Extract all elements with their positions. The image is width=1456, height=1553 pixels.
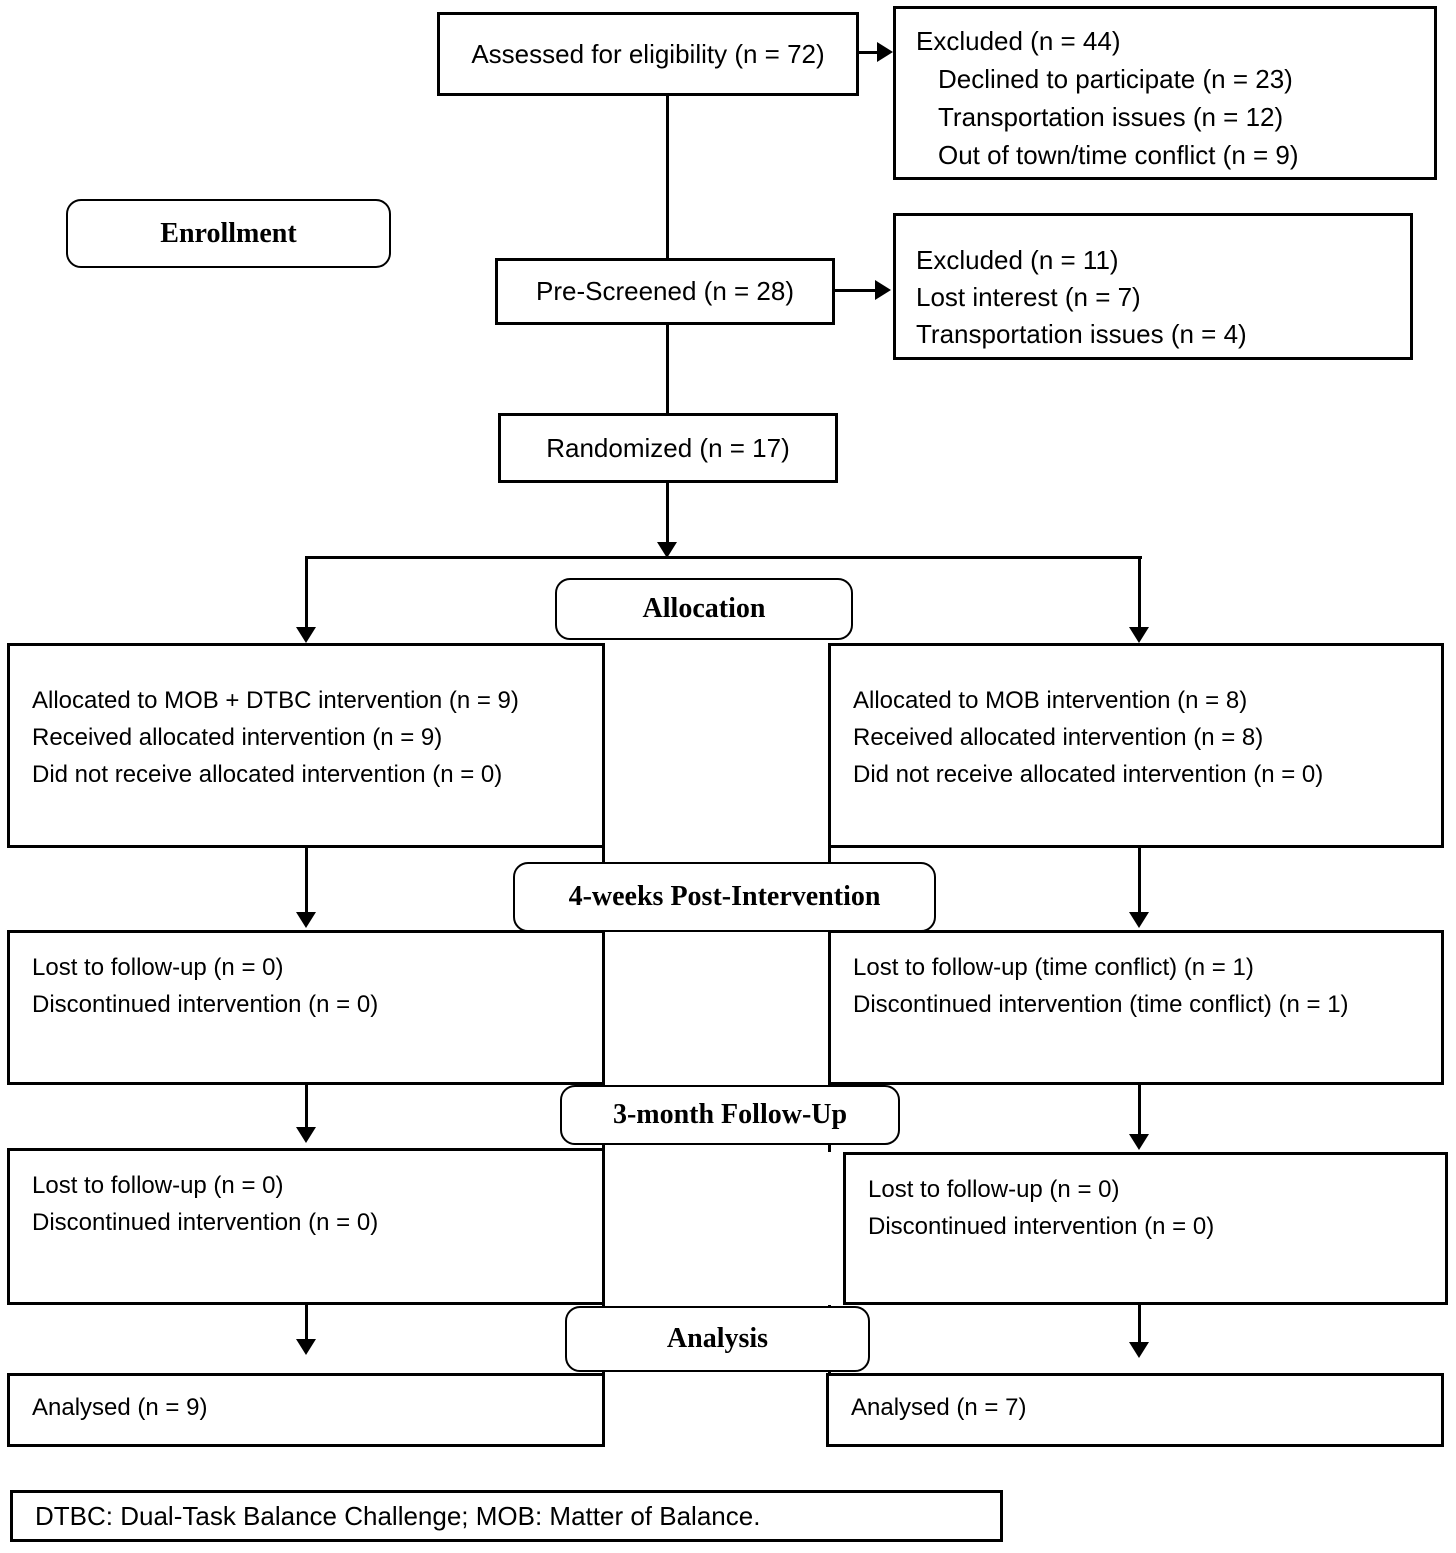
box-excluded-eligibility: Excluded (n = 44) Declined to participat… bbox=[893, 6, 1437, 180]
connector-prescreened-to-excluded bbox=[835, 289, 877, 292]
fu3-left-line: Discontinued intervention (n = 0) bbox=[32, 1209, 379, 1236]
box-prescreened: Pre-Screened (n = 28) bbox=[495, 258, 835, 325]
arrowhead-analysed-right-icon bbox=[1129, 1342, 1149, 1358]
stem-right-gap1 bbox=[1138, 848, 1141, 914]
stem-right-gap2 bbox=[1138, 1085, 1141, 1135]
fu4-left-line: Discontinued intervention (n = 0) bbox=[32, 991, 379, 1018]
analysis-label: Analysis bbox=[666, 1323, 769, 1354]
alloc-left-line: Did not receive allocated intervention (… bbox=[32, 761, 503, 788]
arrowhead-excluded2-icon bbox=[875, 280, 891, 300]
excluded2-reason: Transportation issues (n = 4) bbox=[916, 319, 1247, 349]
connector-prescreened-to-randomized bbox=[666, 325, 669, 413]
arrowhead-excluded1-icon bbox=[877, 42, 893, 62]
stage-label-4week-post-intervention: 4-weeks Post-Intervention bbox=[513, 862, 936, 932]
box-analysed-left: Analysed (n = 9) bbox=[7, 1373, 605, 1447]
prescreened-text: Pre-Screened (n = 28) bbox=[536, 276, 794, 306]
fu3m-label: 3-month Follow-Up bbox=[612, 1099, 848, 1130]
arrowhead-fu4-left-icon bbox=[296, 912, 316, 928]
branch-stem-left bbox=[305, 556, 308, 630]
excluded2-line: Excluded (n = 11) bbox=[916, 245, 1119, 275]
footnote-text: DTBC: Dual-Task Balance Challenge; MOB: … bbox=[35, 1500, 761, 1531]
stage-label-allocation: Allocation bbox=[555, 578, 853, 640]
excluded2-reason: Lost interest (n = 7) bbox=[916, 282, 1141, 312]
randomized-text: Randomized (n = 17) bbox=[546, 432, 790, 463]
box-followup3m-right: Lost to follow-up (n = 0) Discontinued i… bbox=[843, 1152, 1448, 1305]
box-analysed-right: Analysed (n = 7) bbox=[826, 1373, 1444, 1447]
box-followup4w-left: Lost to follow-up (n = 0) Discontinued i… bbox=[7, 930, 605, 1085]
connector-assessed-to-excluded bbox=[859, 51, 881, 54]
branch-line bbox=[306, 556, 1142, 559]
arrowhead-alloc-left-icon bbox=[296, 627, 316, 643]
analysed-left-text: Analysed (n = 9) bbox=[32, 1394, 208, 1421]
excluded1-reason: Out of town/time conflict (n = 9) bbox=[938, 140, 1299, 170]
alloc-right-line: Allocated to MOB intervention (n = 8) bbox=[853, 687, 1248, 714]
arrowhead-fu4-right-icon bbox=[1129, 912, 1149, 928]
post4w-label: 4-weeks Post-Intervention bbox=[568, 881, 881, 912]
stem-left-gap1 bbox=[305, 848, 308, 914]
arrowhead-fu3-left-icon bbox=[296, 1127, 316, 1143]
fu3-right-line: Discontinued intervention (n = 0) bbox=[868, 1213, 1215, 1240]
box-footnote-abbreviations: DTBC: Dual-Task Balance Challenge; MOB: … bbox=[10, 1490, 1003, 1542]
arrowhead-randomized-down-icon bbox=[657, 542, 677, 558]
allocation-label: Allocation bbox=[642, 593, 766, 624]
arrowhead-analysed-left-icon bbox=[296, 1339, 316, 1355]
alloc-right-line: Received allocated intervention (n = 8) bbox=[853, 724, 1264, 751]
stem-left-gap2 bbox=[305, 1085, 308, 1129]
box-followup3m-left: Lost to follow-up (n = 0) Discontinued i… bbox=[7, 1148, 605, 1305]
arrowhead-fu3-right-icon bbox=[1129, 1134, 1149, 1150]
box-randomized: Randomized (n = 17) bbox=[498, 413, 838, 483]
box-excluded-prescreen: Excluded (n = 11) Lost interest (n = 7) … bbox=[893, 213, 1413, 360]
box-allocated-mob: Allocated to MOB intervention (n = 8) Re… bbox=[828, 643, 1444, 848]
excluded1-reason: Declined to participate (n = 23) bbox=[938, 64, 1293, 94]
fu3-left-line: Lost to follow-up (n = 0) bbox=[32, 1172, 284, 1199]
alloc-left-line: Received allocated intervention (n = 9) bbox=[32, 724, 443, 751]
fu4-left-line: Lost to follow-up (n = 0) bbox=[32, 954, 284, 981]
branch-stem-right bbox=[1138, 556, 1141, 630]
fu4-right-line: Discontinued intervention (time conflict… bbox=[853, 991, 1349, 1018]
stage-label-enrollment: Enrollment bbox=[66, 199, 391, 268]
stem-left-gap3 bbox=[305, 1305, 308, 1341]
excluded1-line: Excluded (n = 44) bbox=[916, 26, 1121, 56]
enrollment-label: Enrollment bbox=[160, 217, 297, 249]
alloc-left-line: Allocated to MOB + DTBC intervention (n … bbox=[32, 687, 519, 714]
stage-label-analysis: Analysis bbox=[565, 1306, 870, 1372]
connector-assessed-to-prescreened bbox=[666, 96, 669, 258]
connector-randomized-to-branch bbox=[666, 483, 669, 544]
assessed-text: Assessed for eligibility (n = 72) bbox=[471, 38, 825, 69]
alloc-right-line: Did not receive allocated intervention (… bbox=[853, 761, 1324, 788]
fu3-right-line: Lost to follow-up (n = 0) bbox=[868, 1176, 1120, 1203]
fu4-right-line: Lost to follow-up (time conflict) (n = 1… bbox=[853, 954, 1254, 981]
stem-right-gap3 bbox=[1138, 1305, 1141, 1343]
box-followup4w-right: Lost to follow-up (time conflict) (n = 1… bbox=[828, 930, 1444, 1085]
arrowhead-alloc-right-icon bbox=[1129, 627, 1149, 643]
box-assessed-eligibility: Assessed for eligibility (n = 72) bbox=[437, 12, 859, 96]
box-allocated-mob-dtbc: Allocated to MOB + DTBC intervention (n … bbox=[7, 643, 605, 848]
excluded1-reason: Transportation issues (n = 12) bbox=[938, 102, 1284, 132]
stage-label-3month-followup: 3-month Follow-Up bbox=[560, 1085, 900, 1145]
analysed-right-text: Analysed (n = 7) bbox=[851, 1394, 1027, 1421]
